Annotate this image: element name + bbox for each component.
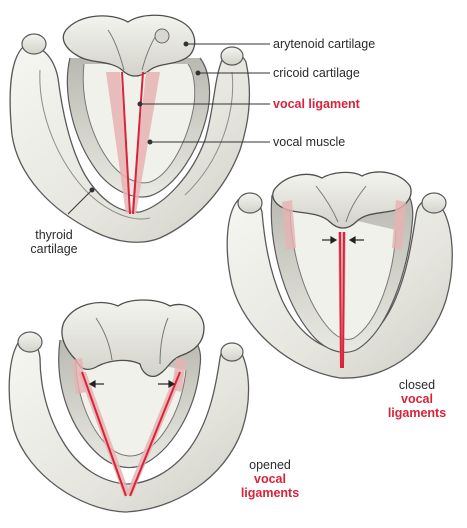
label-vocal-muscle: vocal muscle [273,135,345,149]
label-arytenoid-cartilage: arytenoid cartilage [273,37,375,51]
label-opened-vocal-ligaments: opened vocal ligaments [230,458,310,500]
label-closed-line2: vocal [382,392,452,406]
larynx-top-view [10,15,249,242]
label-opened-line3: ligaments [230,486,310,500]
larynx-closed [227,172,452,378]
label-closed-vocal-ligaments: closed vocal ligaments [382,378,452,420]
label-cricoid-cartilage: cricoid cartilage [273,66,360,80]
label-thyroid-cartilage: thyroid cartilage [24,228,84,256]
label-thyroid-line2: cartilage [24,242,84,256]
label-closed-line3: ligaments [382,406,452,420]
label-opened-line1: opened [230,458,310,472]
label-thyroid-line1: thyroid [24,228,84,242]
label-opened-line2: vocal [230,472,310,486]
label-vocal-ligament: vocal ligament [273,97,360,111]
label-closed-line1: closed [382,378,452,392]
larynx-opened [9,300,248,512]
